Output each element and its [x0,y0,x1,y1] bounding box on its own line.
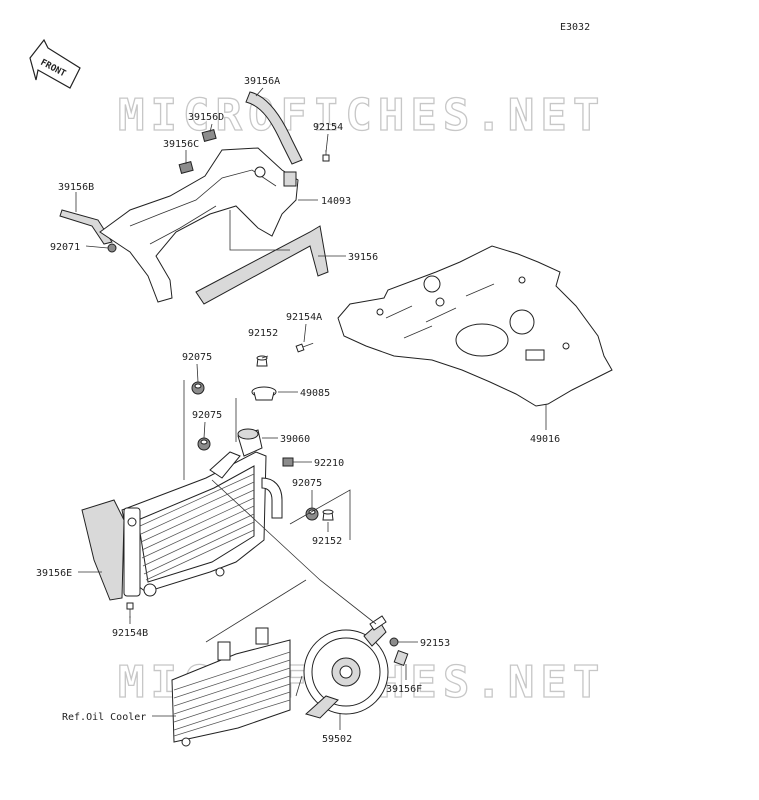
label-39156f: 39156F [386,684,422,695]
label-92152-right: 92152 [312,536,342,547]
label-39156a: 39156A [244,76,280,87]
leader-lines [75,87,547,730]
label-92153: 92153 [420,638,450,649]
label-92154b: 92154B [112,628,148,639]
label-14093: 14093 [321,196,351,207]
label-39060: 39060 [280,434,310,445]
shroud-assembly [59,91,330,305]
hardware [126,342,409,666]
front-arrow-icon: FRONT [29,38,81,89]
label-39156b: 39156B [58,182,94,193]
label-92210: 92210 [314,458,344,469]
label-59502: 59502 [322,734,352,745]
label-39156d: 39156D [188,112,224,123]
diagram-code: E3032 [560,22,590,33]
part-labels: 39156A 39156D 39156C 92154 39156B 14093 … [36,76,560,745]
label-49016: 49016 [530,434,560,445]
cooling-fan [303,615,389,719]
label-92071: 92071 [50,242,80,253]
label-ref-oil-cooler: Ref.Oil Cooler [62,712,146,723]
skid-plate [337,245,613,407]
label-92075-top: 92075 [182,352,212,363]
label-49085: 49085 [300,388,330,399]
label-92075-mid: 92075 [192,410,222,421]
label-92154a: 92154A [286,312,322,323]
label-92152-top: 92152 [248,328,278,339]
label-39156e: 39156E [36,568,72,579]
label-39156: 39156 [348,252,378,263]
watermark-top: MICROFICHES.NET [118,90,605,141]
label-39156c: 39156C [163,139,199,150]
radiator [81,428,283,601]
oil-cooler [171,627,291,747]
label-92154: 92154 [313,122,343,133]
label-92075-right: 92075 [292,478,322,489]
